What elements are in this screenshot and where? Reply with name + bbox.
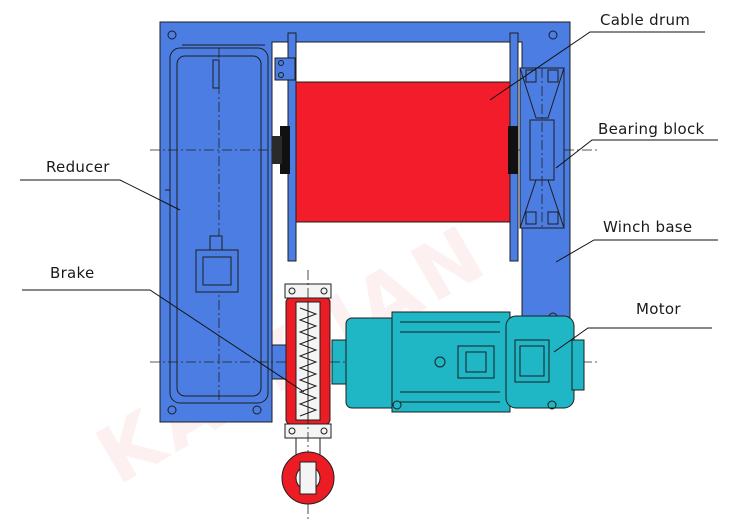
label-motor: Motor: [553, 300, 712, 353]
drum-left-flange: [272, 32, 297, 262]
svg-text:Cable drum: Cable drum: [600, 11, 690, 29]
label-winch-base: Winch base: [555, 218, 718, 263]
brake-wheel: [281, 451, 335, 505]
label-cable-drum: Cable drum: [489, 11, 705, 101]
bearing-block: [519, 67, 565, 229]
svg-text:Winch base: Winch base: [603, 218, 692, 236]
motor: [345, 311, 585, 413]
svg-text:Brake: Brake: [50, 264, 95, 282]
svg-text:Bearing block: Bearing block: [598, 120, 705, 138]
brake: [284, 270, 332, 520]
cable-drum: [295, 81, 511, 223]
svg-text:Reducer: Reducer: [46, 158, 110, 176]
label-reducer: Reducer: [20, 158, 181, 211]
label-bearing-block: Bearing block: [555, 120, 718, 169]
label-brake: Brake: [22, 264, 305, 393]
svg-text:Motor: Motor: [636, 300, 681, 318]
drum-right-flange: [508, 32, 519, 262]
reducer: [169, 47, 269, 404]
